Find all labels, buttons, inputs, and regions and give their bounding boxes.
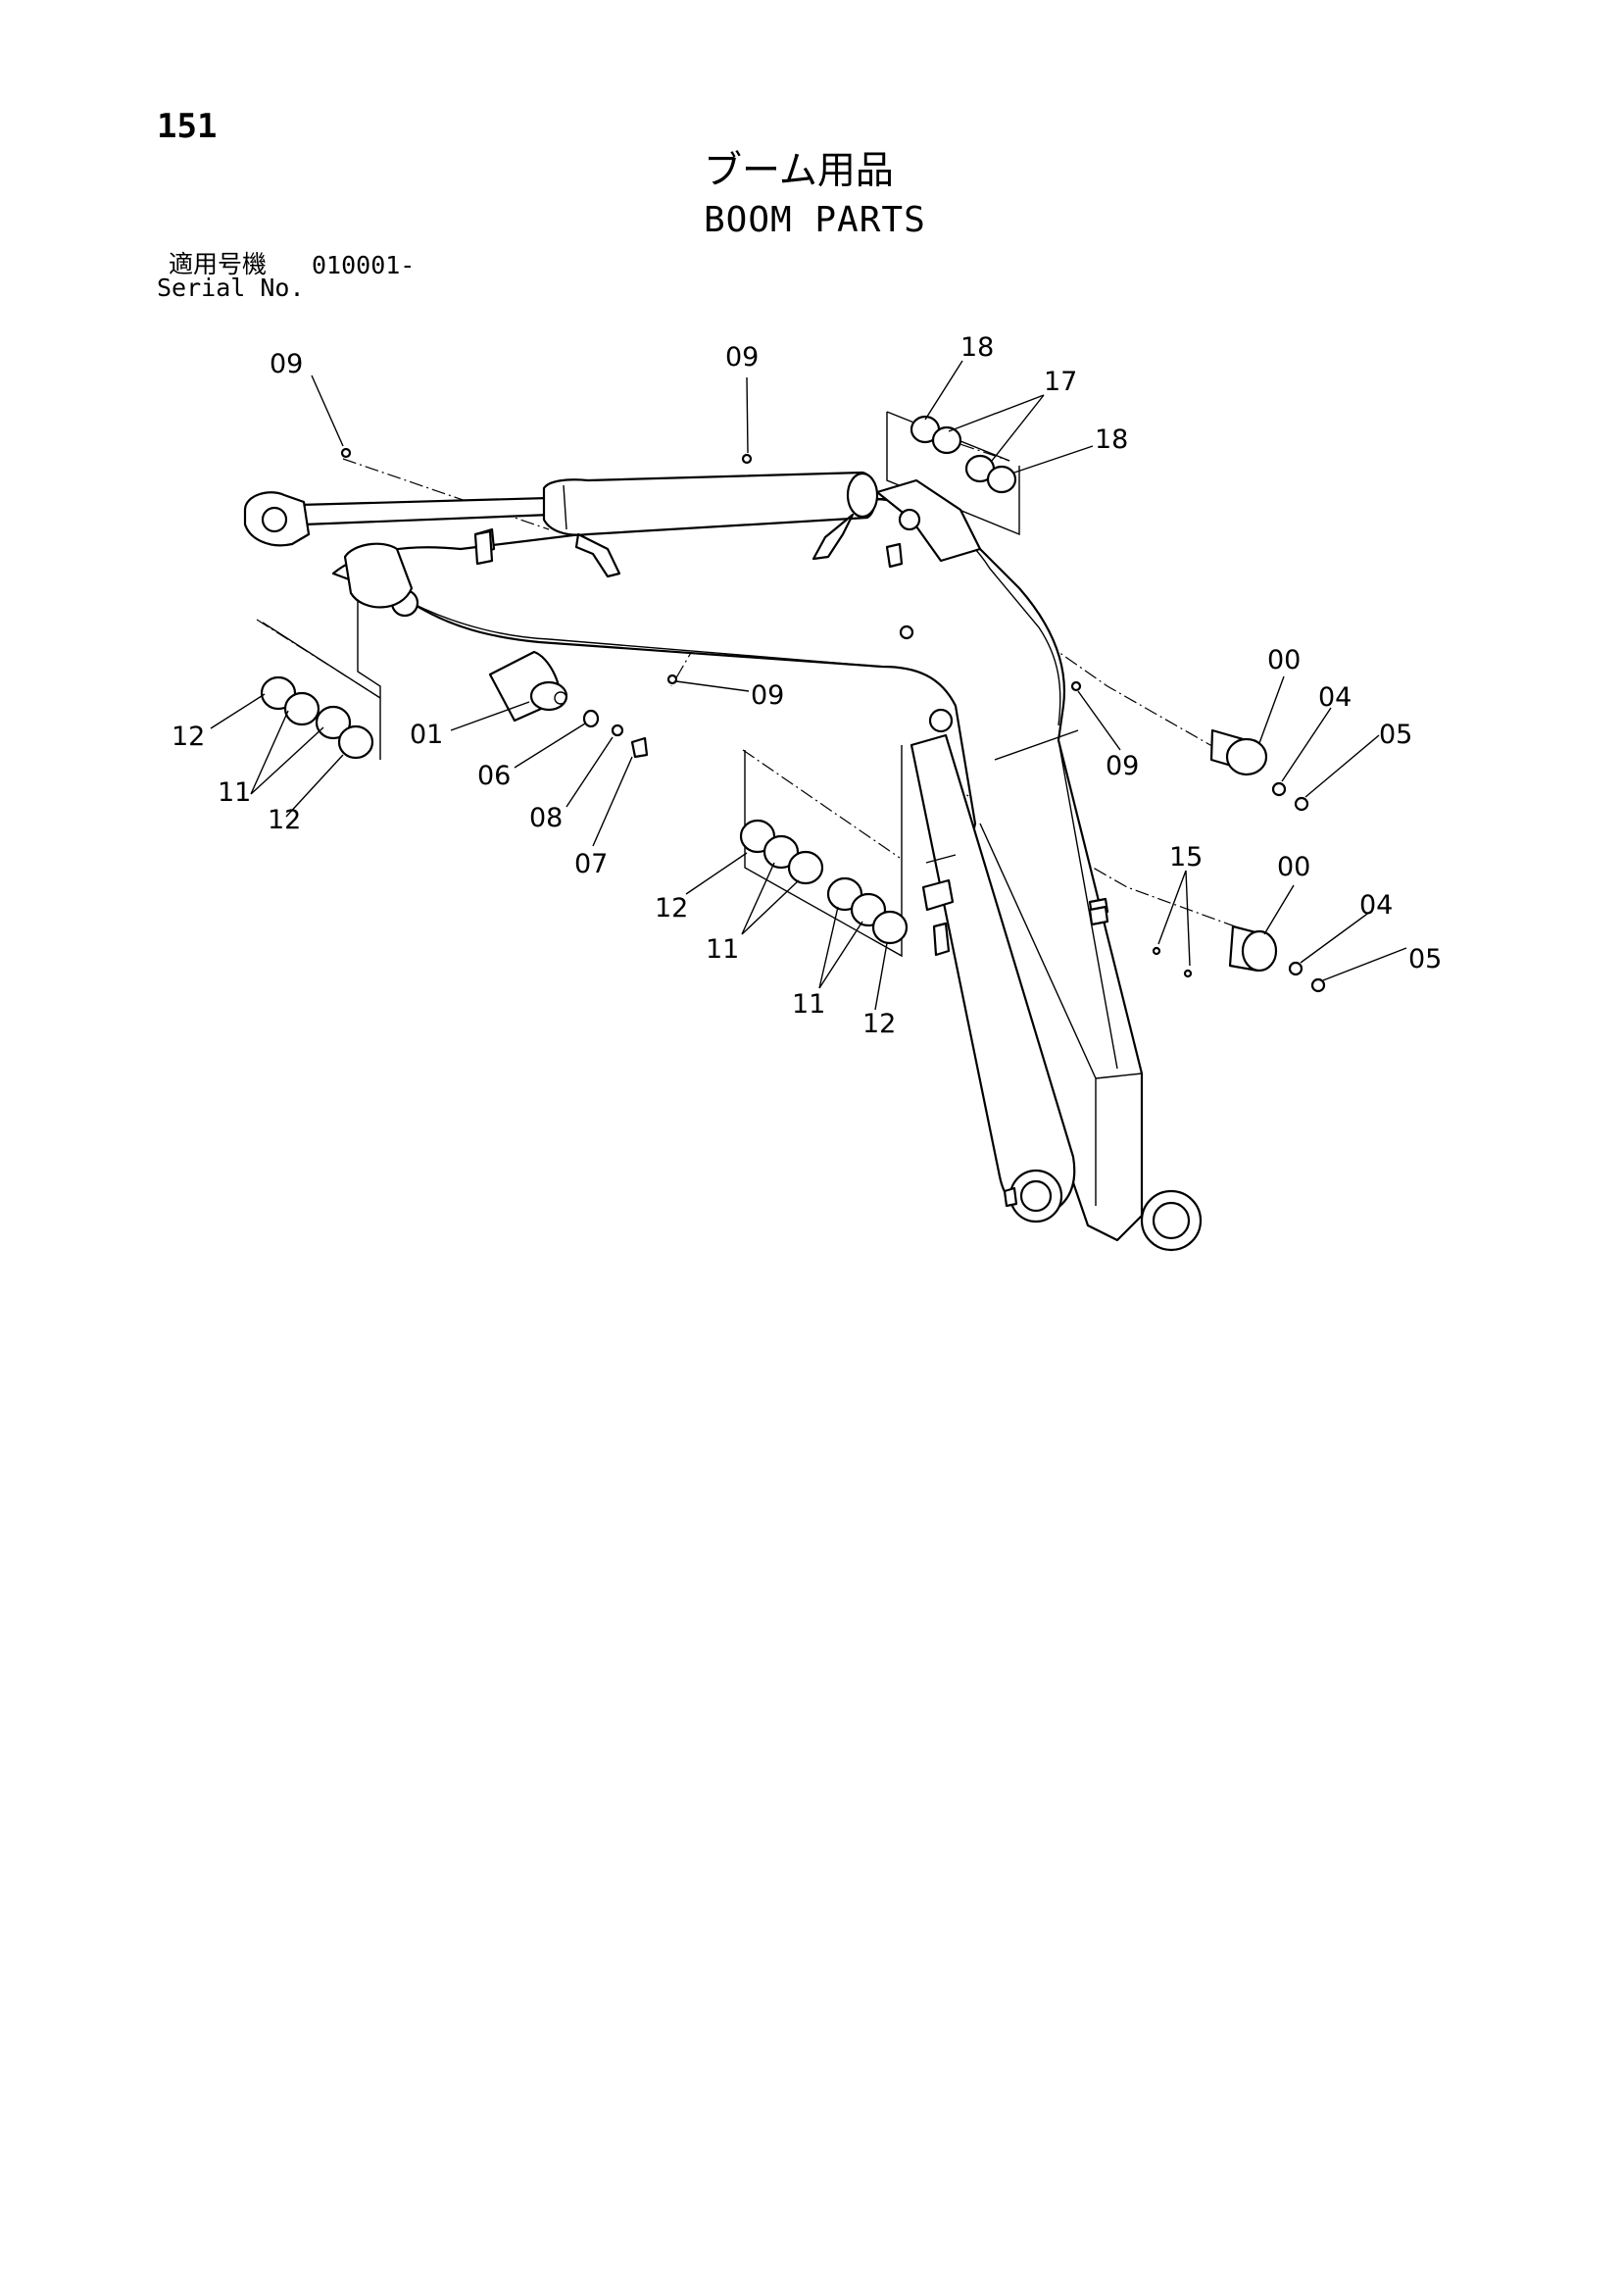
callout-label: 18 xyxy=(960,332,994,363)
page-title-japanese: ブーム用品 xyxy=(704,149,894,193)
callout-label: 09 xyxy=(751,680,784,711)
part-glyphs xyxy=(260,415,1326,993)
serial-label: Serial No. xyxy=(157,274,305,302)
callout-label: 09 xyxy=(270,349,303,379)
serial-number-value: 010001- xyxy=(312,251,416,279)
callout-label: 04 xyxy=(1359,890,1393,921)
arm-cylinder xyxy=(243,471,879,578)
page-number: 151 xyxy=(157,107,218,146)
callout-label: 08 xyxy=(529,803,563,833)
callout-label: 00 xyxy=(1277,852,1310,882)
callout-label: 17 xyxy=(1044,367,1077,397)
boom-body xyxy=(331,478,1203,1252)
callout-label: 12 xyxy=(268,805,301,835)
callout-label: 11 xyxy=(792,989,825,1020)
callout-label: 01 xyxy=(410,720,443,750)
callout-label: 07 xyxy=(574,849,608,879)
callout-label: 18 xyxy=(1095,424,1128,455)
callout-label: 09 xyxy=(725,342,759,373)
callout-label: 05 xyxy=(1408,944,1442,974)
callout-label: 09 xyxy=(1106,751,1139,781)
serial-label-japanese: 適用号機 xyxy=(169,250,268,278)
leader-lines xyxy=(210,360,1407,1011)
boom-cylinder xyxy=(910,733,1076,1223)
page-title: BOOM PARTS xyxy=(704,200,926,240)
callout-label: 11 xyxy=(706,934,739,965)
callout-label: 00 xyxy=(1267,645,1301,675)
callout-label: 12 xyxy=(862,1009,896,1039)
callout-label: 15 xyxy=(1169,842,1203,873)
callout-label: 06 xyxy=(477,761,511,791)
callout-label: 04 xyxy=(1318,682,1352,713)
callout-label: 05 xyxy=(1379,720,1412,750)
callout-label: 11 xyxy=(218,777,251,808)
callout-label: 12 xyxy=(172,722,205,752)
callout-label: 12 xyxy=(655,893,688,923)
callout-labels: 09 09 18 17 18 12 11 12 01 06 08 07 09 0… xyxy=(172,332,1442,1039)
